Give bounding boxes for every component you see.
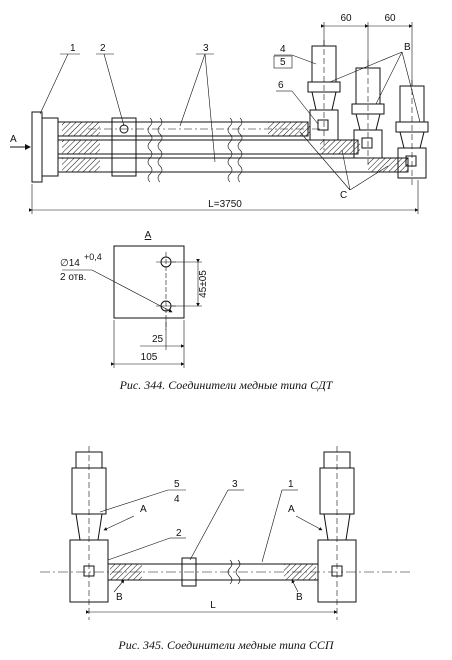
letter-a-right: А xyxy=(288,504,295,515)
detail-plate xyxy=(113,245,185,319)
detail-view-label: А xyxy=(145,230,152,241)
callout-4-fig345: 4 xyxy=(174,494,180,505)
letter-b-right: В xyxy=(296,592,303,603)
callout-3-fig345: 3 xyxy=(232,479,238,490)
callout-4: 4 xyxy=(280,44,286,55)
callout-1: 1 xyxy=(70,43,76,54)
holes-count: 2 отв. xyxy=(60,272,86,283)
dim-60-first: 60 xyxy=(340,13,352,24)
flange-boss xyxy=(41,117,59,177)
fig344-drawing: 60 60 1 2 3 4 5 6 B C А L=3750 xyxy=(10,13,429,214)
terminal-1 xyxy=(307,40,341,150)
fig345-drawing: 5 4 3 2 1 А А В В L xyxy=(40,446,410,620)
callout-5-fig345: 5 xyxy=(174,479,180,490)
callout-1-fig345: 1 xyxy=(288,479,294,490)
overall-length-dim: L=3750 xyxy=(208,199,242,210)
terminal-3 xyxy=(395,80,429,186)
dim-60-second: 60 xyxy=(384,13,396,24)
view-arrow-a: А xyxy=(10,134,17,145)
letter-a-left: А xyxy=(140,504,147,515)
dim-25: 25 xyxy=(152,334,164,345)
caption-fig344: Рис. 344. Соединители медные типа СДТ xyxy=(119,378,333,392)
letter-b-left: В xyxy=(116,592,123,603)
dim-45: 45±05 xyxy=(198,270,209,298)
hole-tolerance: +0,4 xyxy=(84,252,102,262)
callout-3: 3 xyxy=(203,43,209,54)
hole-diameter: ∅14 xyxy=(60,258,80,269)
callout-6: 6 xyxy=(278,80,284,91)
caption-fig345: Рис. 345. Соединители медные типа ССП xyxy=(118,638,334,652)
letter-c-fig344: C xyxy=(340,190,347,201)
callout-2-fig345: 2 xyxy=(176,528,182,539)
copper-bars xyxy=(57,117,409,183)
dim-105: 105 xyxy=(141,352,158,363)
callout-5: 5 xyxy=(280,57,286,68)
right-terminal xyxy=(317,446,357,620)
length-dim-fig345: L xyxy=(210,600,216,611)
clamp xyxy=(181,557,197,587)
letter-b-fig344: B xyxy=(404,42,411,53)
left-terminal xyxy=(69,446,109,620)
terminal-2 xyxy=(351,60,385,166)
fig344-detail-view: А ∅14 +0,4 2 отв. 45±05 25 105 xyxy=(60,230,209,368)
flange-plate xyxy=(31,111,43,183)
callout-2: 2 xyxy=(100,43,106,54)
